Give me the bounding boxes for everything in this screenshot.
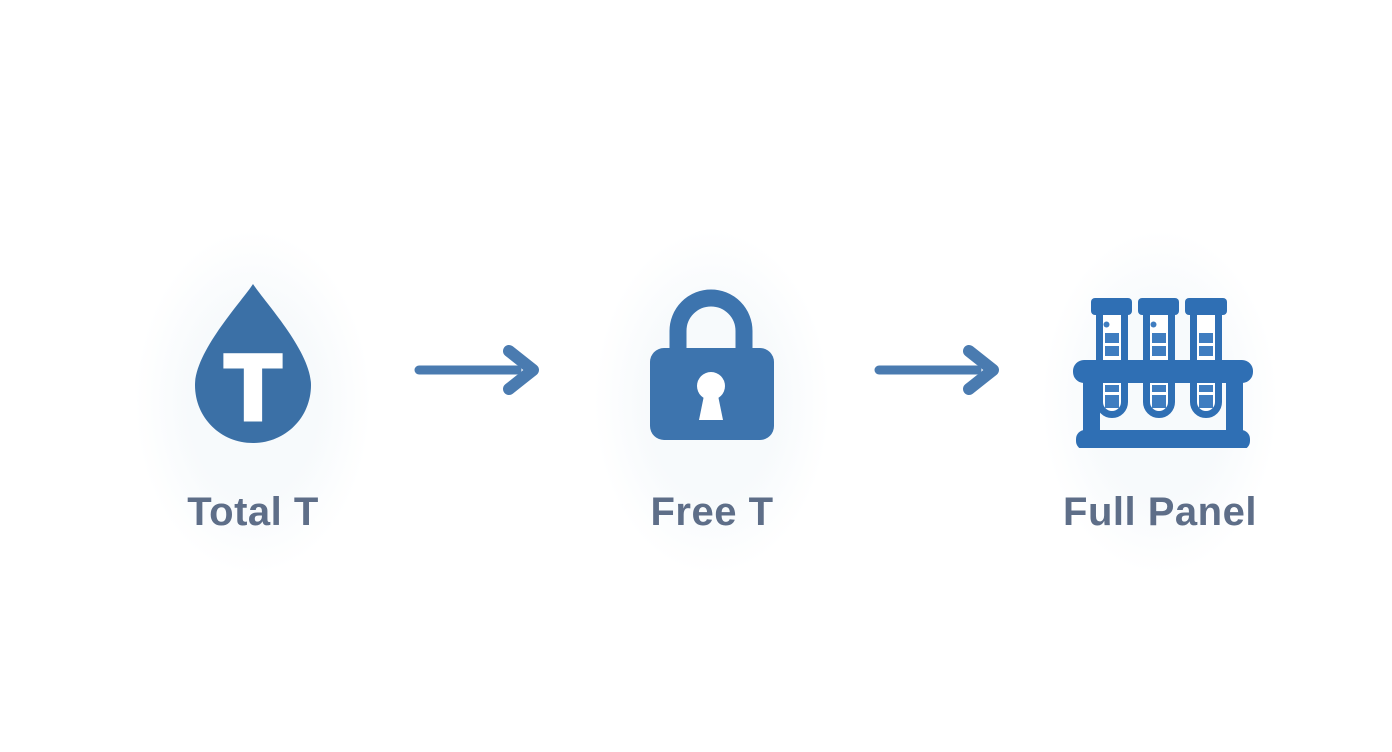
- step-label-free-t: Free T: [650, 490, 774, 534]
- test-tube-rack-icon: [1073, 298, 1253, 448]
- arrow-right-icon: [414, 345, 539, 395]
- droplet-letter-t: T: [225, 337, 281, 439]
- arrow-right-icon: [874, 345, 999, 395]
- step-label-total-t: Total T: [187, 490, 319, 534]
- lock-icon: [650, 289, 774, 440]
- step-label-full-panel: Full Panel: [1063, 490, 1257, 534]
- keyhole-icon: [697, 372, 725, 400]
- droplet-t-icon: T: [195, 284, 311, 443]
